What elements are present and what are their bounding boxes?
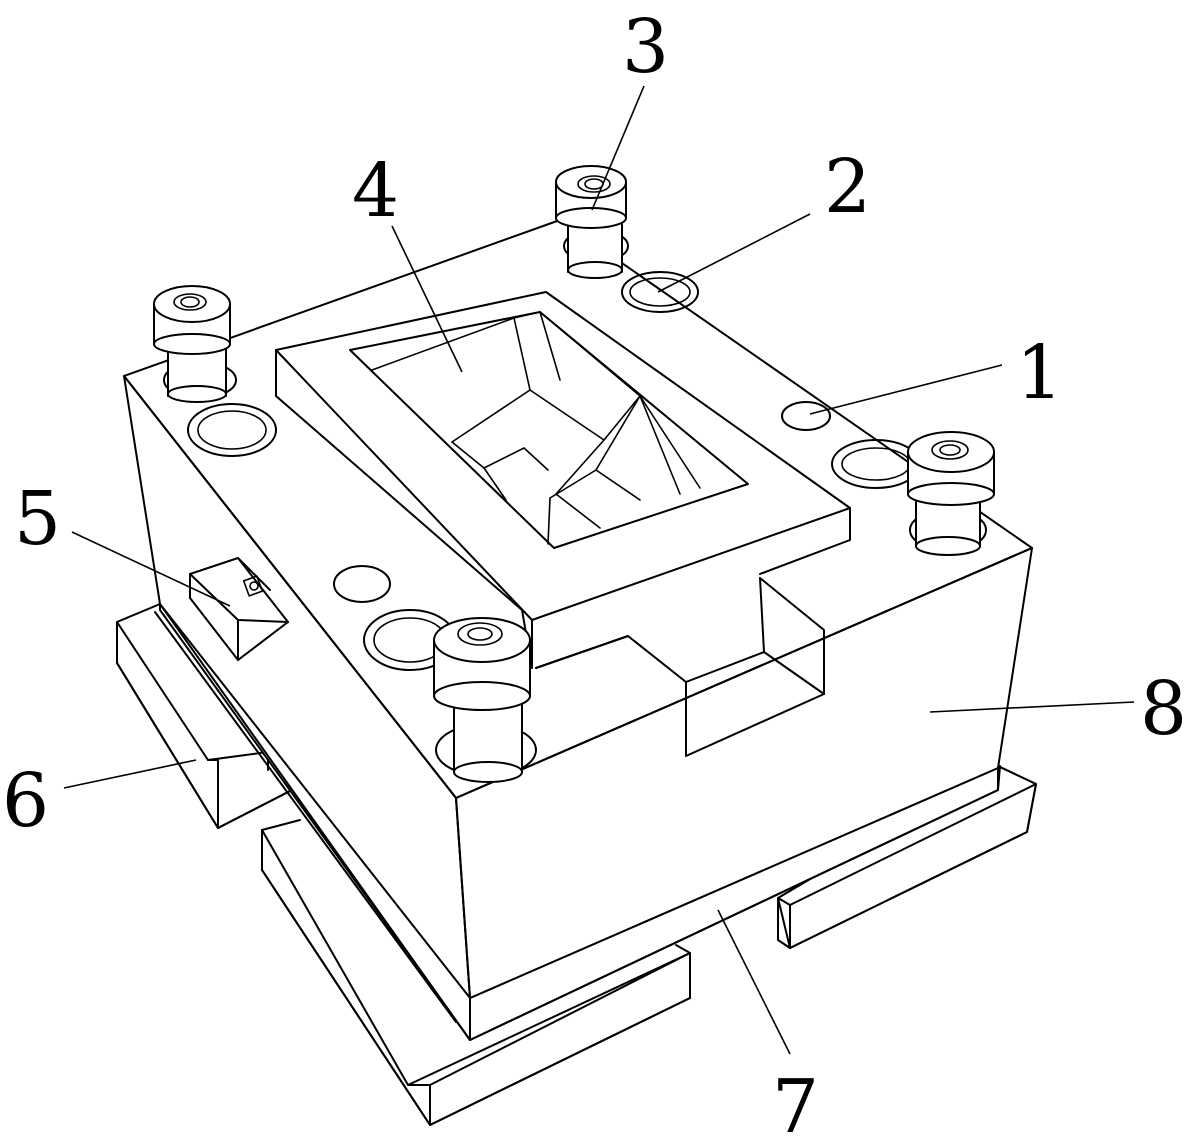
label-8: 8 xyxy=(1140,666,1187,752)
locating-hole xyxy=(781,401,831,431)
bottom-base-plate-front xyxy=(261,819,691,1126)
label-1: 1 xyxy=(1016,330,1063,416)
side-lock-block xyxy=(189,557,289,661)
leader-lines xyxy=(63,85,1135,1055)
bottom-base-plate-left xyxy=(116,603,293,829)
leader-line-1 xyxy=(809,364,1003,415)
bolt-hole-ring xyxy=(621,271,699,313)
leader-line-6 xyxy=(63,759,197,789)
guide-pillar-left xyxy=(153,285,237,403)
label-4: 4 xyxy=(352,148,399,234)
guide-pillar-front xyxy=(433,617,537,783)
label-7: 7 xyxy=(772,1064,819,1140)
leader-line-4 xyxy=(391,225,463,373)
label-5: 5 xyxy=(14,476,61,562)
cavity-insert xyxy=(275,291,851,669)
leader-line-2 xyxy=(657,213,811,293)
label-2: 2 xyxy=(824,144,871,230)
label-3: 3 xyxy=(622,4,669,90)
bolt-hole-ring xyxy=(187,403,277,457)
reference-numbers: 1 2 3 4 5 6 7 8 xyxy=(2,4,1187,1140)
label-6: 6 xyxy=(2,758,49,844)
leader-line-3 xyxy=(591,85,645,211)
leader-line-7 xyxy=(717,909,791,1055)
leader-line-5 xyxy=(71,531,231,607)
leader-line-8 xyxy=(929,701,1135,713)
guide-pillar-back xyxy=(555,165,629,279)
guide-pillar-right xyxy=(907,431,995,556)
locating-hole xyxy=(333,565,391,603)
